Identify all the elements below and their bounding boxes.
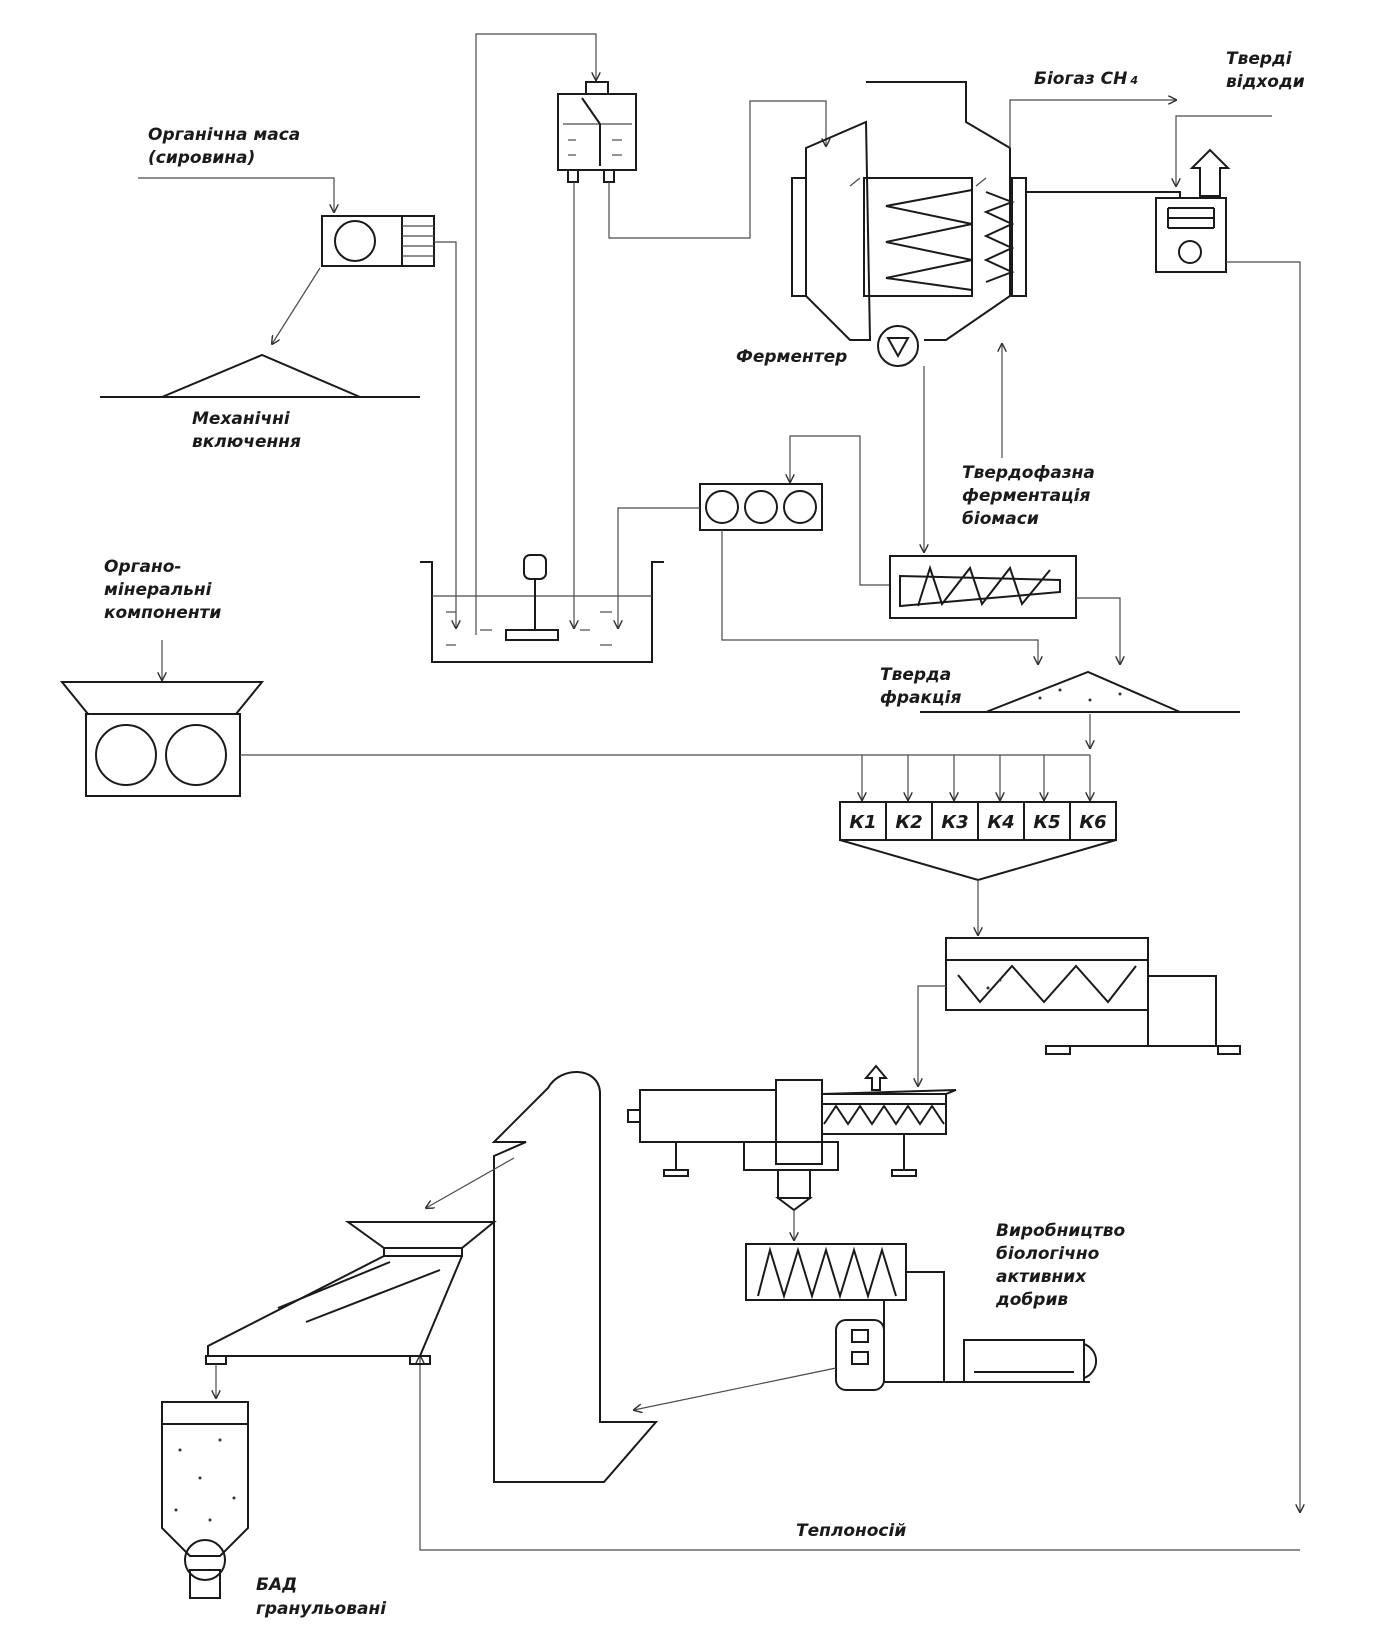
solid-fraction-pile [920, 670, 1240, 713]
bin-k4: К4 [987, 812, 1014, 833]
label-production-1: Виробництво [996, 1221, 1125, 1241]
dryer-to-elevator-line [634, 1367, 837, 1410]
mechanical-inclusions-pile [100, 353, 420, 398]
separator-unit [557, 81, 637, 183]
heat-carrier-line [1226, 261, 1300, 1512]
organic-mass-crusher [321, 215, 435, 267]
label-production-2: біологічно [996, 1244, 1100, 1264]
exhaust-arrow-icon [1189, 148, 1231, 197]
screw-separator [889, 555, 1077, 619]
product-hopper [161, 1401, 249, 1599]
label-ssf-2: ферментація [962, 486, 1090, 506]
label-solid-waste-2: відходи [1226, 72, 1305, 92]
dosing-bins: К1 К2 К3 К4 К5 К6 [839, 801, 1117, 882]
label-mech-inclusions-2: включення [192, 432, 301, 452]
separator-to-fermenter-line [608, 100, 826, 239]
label-heat-carrier: Теплоносій [796, 1521, 906, 1541]
dosing-drop-arrows [862, 755, 1090, 800]
dryer-screw [745, 1243, 1098, 1391]
label-organomineral-3: компоненти [104, 603, 221, 623]
label-production-4: добрив [995, 1290, 1068, 1310]
boiler-unit [1155, 148, 1231, 273]
elevator-to-screen-line [426, 1157, 515, 1208]
organomineral-crusher [59, 681, 265, 797]
label-solid-fraction-2: фракція [880, 688, 961, 708]
screw-mixer [945, 937, 1241, 1055]
vibrating-screen [205, 1221, 497, 1365]
label-organomineral-2: мінеральні [104, 580, 213, 600]
fermenter-to-boiler-pipe [1026, 191, 1181, 198]
bin-k5: К5 [1033, 812, 1060, 833]
label-mech-inclusions-1: Механічні [192, 409, 291, 429]
screw-to-solid-line [1076, 597, 1120, 664]
filter-to-tank-line [618, 507, 700, 628]
bin-k1: К1 [849, 812, 876, 833]
label-ssf-1: Твердофазна [962, 463, 1095, 483]
organic-mass-feed-line [138, 177, 334, 212]
mixing-tank [420, 554, 664, 663]
heat-carrier-return [420, 1356, 1300, 1551]
label-organic-mass: Органічна маса [148, 125, 300, 145]
filter-to-solid-line [721, 530, 1038, 664]
biogas-line [1009, 100, 1176, 148]
screw-to-filter-line [790, 435, 890, 586]
label-fermenter: Ферментер [736, 347, 847, 367]
label-ssf-3: біомаси [962, 509, 1039, 529]
extruder [627, 1064, 957, 1212]
bucket-elevator [491, 1071, 659, 1483]
crusher-to-tank-line [434, 241, 456, 628]
mech-inclusion-arrow [272, 267, 321, 344]
label-granulated: гранульовані [256, 1599, 387, 1619]
three-drum-filter [699, 483, 823, 531]
label-solid-waste-1: Тверді [1226, 49, 1293, 69]
vent-arrow-icon [863, 1064, 889, 1091]
fermenter-vessel [791, 81, 1027, 367]
label-bad: БАД [256, 1575, 297, 1595]
bin-k2: К2 [895, 812, 922, 833]
solid-waste-down [1176, 115, 1182, 186]
bin-k3: К3 [941, 812, 968, 833]
label-production-3: активних [996, 1267, 1087, 1287]
tank-to-separator-line [475, 33, 596, 635]
label-solid-fraction-1: Тверда [880, 665, 951, 685]
label-organomineral-1: Органо- [104, 557, 181, 577]
mixer-to-extruder-line [918, 985, 946, 1086]
bin-k6: К6 [1079, 812, 1106, 833]
label-raw-material: (сировина) [148, 148, 255, 168]
